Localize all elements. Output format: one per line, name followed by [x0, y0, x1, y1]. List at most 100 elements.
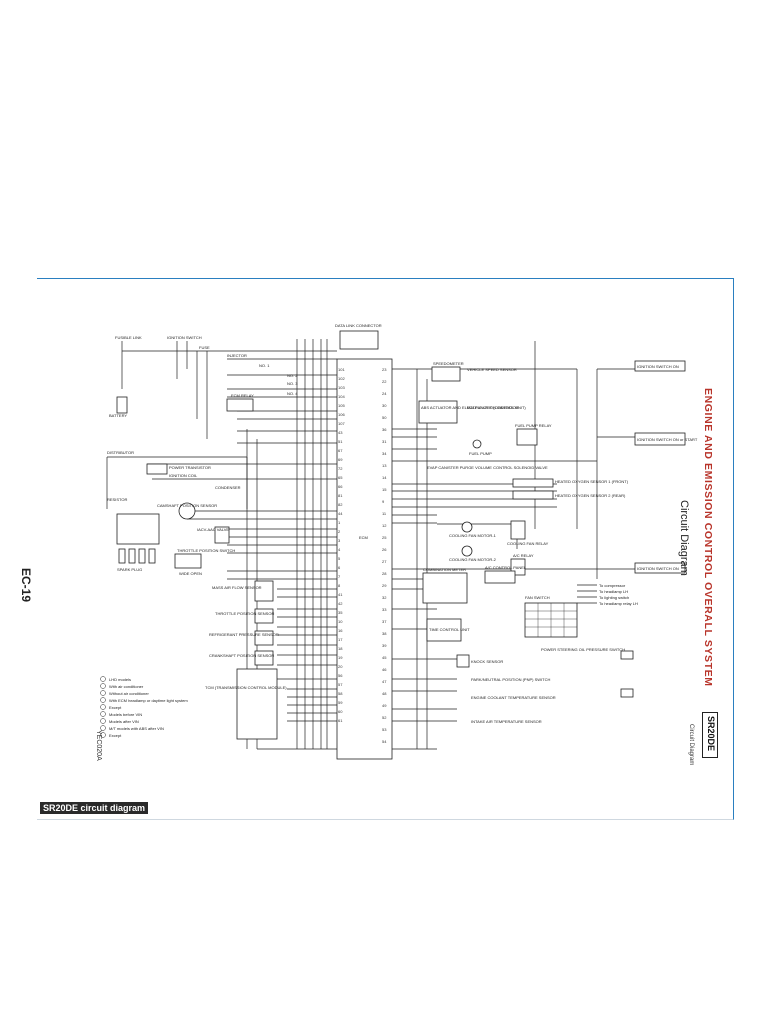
- legend-item: LHD models: [109, 677, 131, 682]
- label-no2: NO. 2: [287, 373, 298, 378]
- label-to-headlamp-relay: To headlamp relay LH: [599, 601, 638, 606]
- camshaft-sensor-symbol: [178, 502, 196, 520]
- legend: LHD models With air conditioner Without …: [100, 676, 188, 738]
- ecm-pin-left: 107: [338, 421, 345, 426]
- legend-item: Except: [109, 705, 122, 710]
- label-ignition-coil: IGNITION COIL: [169, 473, 198, 478]
- ecm-pin-left: 106: [338, 412, 345, 417]
- label-vehicle-speed-sensor: VEHICLE SPEED SENSOR: [467, 367, 517, 372]
- ecm-pin-left: 104: [338, 394, 345, 399]
- ecm-pin-right: 30: [382, 403, 387, 408]
- label-no3: NO. 3: [287, 381, 298, 386]
- label-ac-control-panel: A/C CONTROL PANEL: [485, 565, 527, 570]
- ho2s1-heater: [512, 478, 554, 488]
- cooling-fan-relay-box: [510, 520, 526, 540]
- label-fan-switch: FAN SWITCH: [525, 595, 550, 600]
- tcm-block: [236, 668, 278, 740]
- component-labels: FUSIBLE LINK IGNITION SWITCH BATTERY FUS…: [107, 323, 698, 724]
- label-to-lighting: To lighting switch: [599, 595, 629, 600]
- label-distributor: DISTRIBUTOR: [107, 450, 134, 455]
- ho2s2-heater: [512, 490, 554, 500]
- label-ecm: ECM: [359, 535, 368, 540]
- label-crankshaft-sensor: CRANKSHAFT POSITION SENSOR: [209, 653, 274, 658]
- label-to-headlamp: To headlamp LH: [599, 589, 628, 594]
- ecm-pin-left: 42: [338, 601, 343, 606]
- connector-box-1: [620, 650, 634, 660]
- ecm-pin-right: 39: [382, 643, 387, 648]
- ecm-pin-right: 26: [382, 547, 387, 552]
- ecm-relay-box: [226, 398, 254, 412]
- label-injector: INJECTOR: [227, 353, 247, 358]
- ac-control-panel-box: [484, 570, 516, 584]
- ecm-pin-left: 19: [338, 655, 343, 660]
- ecm-pin-right: 53: [382, 727, 387, 732]
- label-maf-sensor: MASS AIR FLOW SENSOR: [212, 585, 262, 590]
- label-cooling-fan-relay: COOLING FAN RELAY: [507, 541, 549, 546]
- ecm-pin-right: 31: [382, 439, 387, 444]
- ecm-pin-left: 72: [338, 466, 343, 471]
- page-code: EC-19: [19, 568, 33, 603]
- image-caption: SR20DE circuit diagram: [40, 802, 149, 814]
- label-evap-valve: EVAP CANISTER PURGE VOLUME CONTROL SOLEN…: [427, 465, 548, 470]
- label-ecm-relay: ECM RELAY: [231, 393, 254, 398]
- label-park-neutral-switch: PARK/NEUTRAL POSITION (PNP) SWITCH: [471, 677, 550, 682]
- label-iat-sensor: INTAKE AIR TEMPERATURE SENSOR: [471, 719, 542, 724]
- ecm-pin-left: 67: [338, 448, 343, 453]
- label-fan-motor-1: COOLING FAN MOTOR-1: [449, 533, 497, 538]
- legend-item: Models after VIN: [109, 719, 139, 724]
- ecm-pin-left: 17: [338, 637, 343, 642]
- label-condenser: CONDENSER: [215, 485, 241, 490]
- ecm-pin-left: 56: [338, 673, 343, 678]
- ecm-pin-right: 47: [382, 679, 387, 684]
- label-fuse: FUSE: [199, 345, 210, 350]
- ecm-pin-right: 22: [382, 379, 387, 384]
- time-control-unit-box: [426, 618, 462, 642]
- ecm-pin-right: 37: [382, 619, 387, 624]
- crankshaft-sensor-box: [254, 650, 274, 666]
- ecm-pin-left: 101: [338, 367, 345, 372]
- label-knock-sensor: KNOCK SENSOR: [471, 659, 503, 664]
- ecm-pin-left: 57: [338, 682, 343, 687]
- ecm-pin-left: 51: [338, 439, 343, 444]
- label-battery: BATTERY: [109, 413, 127, 418]
- ecm-pin-right: 28: [382, 571, 387, 576]
- label-fuel-pump-relay: FUEL PUMP RELAY: [515, 423, 552, 428]
- label-speedometer: SPEEDOMETER: [433, 361, 464, 366]
- fan-motor-1-symbol: [461, 521, 473, 533]
- legend-item: With air conditioner: [109, 684, 144, 689]
- ecm-pin-left: 1: [338, 520, 341, 525]
- label-power-transistor: POWER TRANSISTOR: [169, 465, 211, 470]
- ecm-pin-right: 12: [382, 523, 387, 528]
- label-tps: THROTTLE POSITION SENSOR: [215, 611, 274, 616]
- iacv-aac-box: [214, 526, 230, 544]
- label-ho2s2: HEATED OXYGEN SENSOR 2 (REAR): [555, 493, 626, 498]
- ecm-pin-right: 46: [382, 667, 387, 672]
- ecm-pin-left: 18: [338, 646, 343, 651]
- ecm-pin-left: 4: [338, 547, 341, 552]
- ecm-left-pins: 101 102 103 104 105 106 107 43 51 67 69 …: [338, 367, 345, 723]
- legend-item: Models before VIN: [109, 712, 142, 717]
- ecm-pin-left: 3: [338, 538, 341, 543]
- label-fan-motor-2: COOLING FAN MOTOR-2: [449, 557, 497, 562]
- ecm-pin-right: 45: [382, 655, 387, 660]
- battery-symbol: [116, 396, 128, 414]
- ecm-block: [336, 358, 393, 760]
- label-combination-meter: COMBINATION METER: [423, 567, 466, 572]
- combination-meter-box: [422, 572, 468, 604]
- label-ac-relay: A/C RELAY: [513, 553, 534, 558]
- ecm-pin-left: 69: [338, 457, 343, 462]
- label-fuel-pump: FUEL PUMP: [469, 451, 492, 456]
- ecm-pin-right: 38: [382, 631, 387, 636]
- reference-code: YEC020A: [95, 730, 102, 761]
- fan-motor-2-symbol: [461, 545, 473, 557]
- label-ect-sensor: ENGINE COOLANT TEMPERATURE SENSOR: [471, 695, 556, 700]
- component-shapes: [116, 330, 686, 760]
- maf-sensor-box: [254, 580, 274, 602]
- legend-item: Except: [109, 733, 122, 738]
- ecm-pin-left: 65: [338, 475, 343, 480]
- ecm-pin-left: 103: [338, 385, 345, 390]
- ecm-pin-right: 54: [382, 739, 387, 744]
- connector-box-2: [620, 688, 634, 698]
- ignition-switch-start-box: [634, 432, 686, 446]
- fuel-pump-relay-box: [516, 428, 538, 446]
